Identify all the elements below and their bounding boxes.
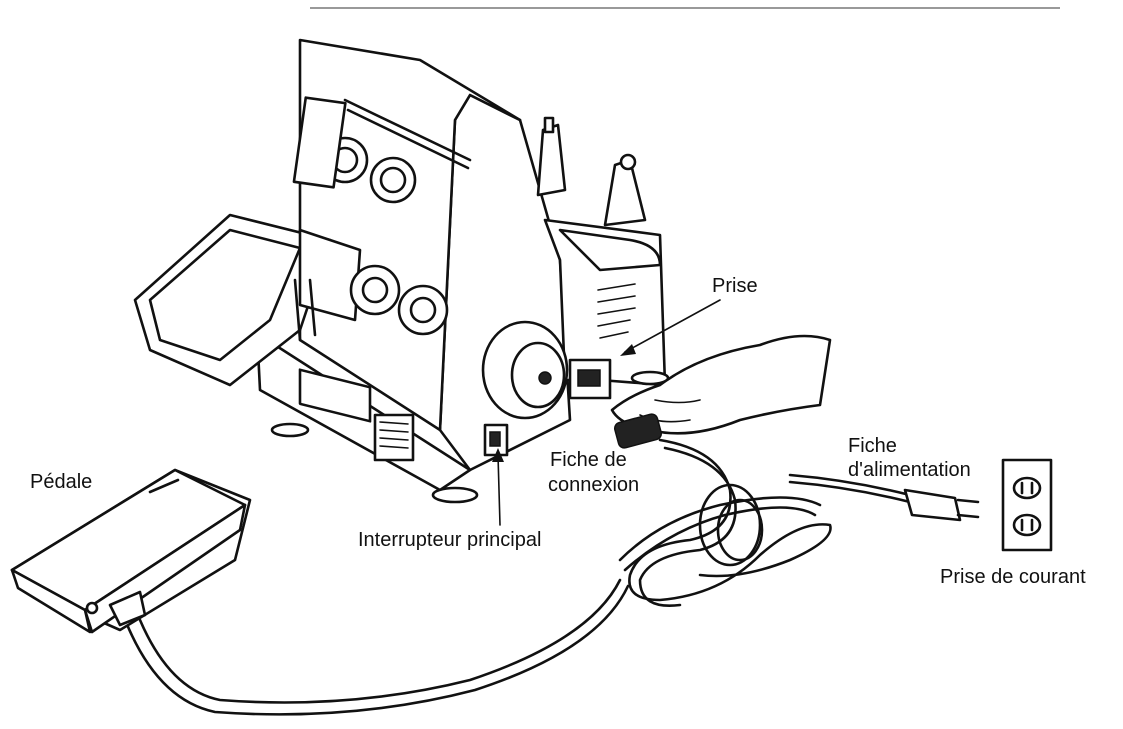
label-prise-courant: Prise de courant	[940, 566, 1086, 588]
prise-leader-line	[624, 299, 721, 353]
label-fiche-alim-1: Fiche	[848, 435, 897, 457]
interrupteur-leader-line	[497, 454, 501, 526]
wall-outlet-icon	[1001, 458, 1053, 552]
label-fiche-connexion-1: Fiche de	[550, 449, 627, 471]
spool-cone-right	[603, 158, 647, 227]
label-fiche-connexion-2: connexion	[548, 474, 640, 496]
label-fiche-alim-2: d'alimentation	[848, 459, 971, 481]
power-cord-coil	[124, 438, 912, 716]
label-pedale: Pédale	[30, 471, 93, 493]
power-plug	[903, 488, 980, 522]
foot-pedal	[10, 468, 252, 634]
label-prise: Prise	[712, 275, 758, 297]
spool-cone-left	[536, 123, 567, 197]
label-interrupteur: Interrupteur principal	[358, 529, 542, 551]
hand-with-plug	[610, 334, 832, 449]
serger-machine	[133, 38, 670, 504]
connector-plug	[613, 413, 663, 449]
